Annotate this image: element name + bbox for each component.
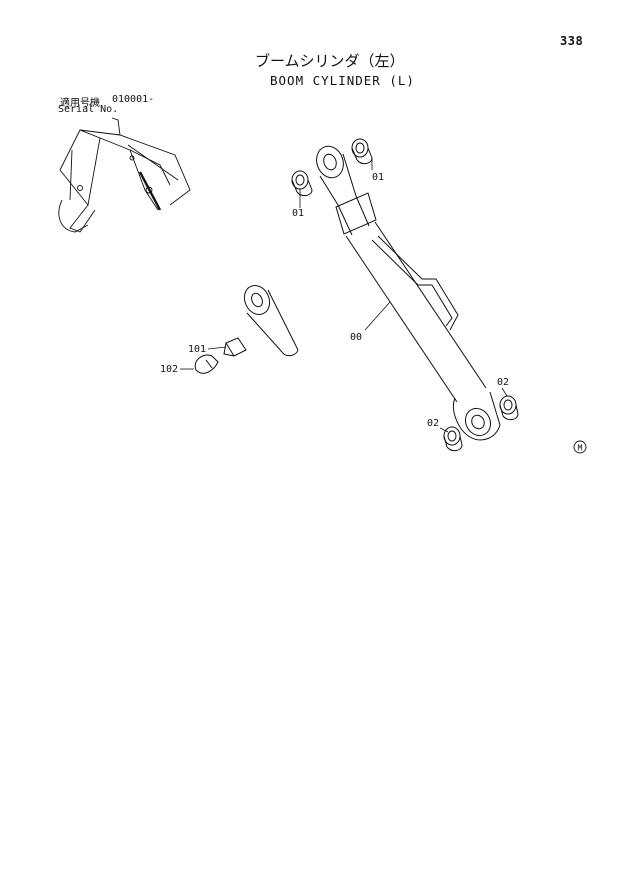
callout-101: 101 xyxy=(188,344,206,355)
serial-number-value: 010001- xyxy=(112,94,155,105)
callout-01-upper: 01 xyxy=(372,172,384,183)
page-title-english: BOOM CYLINDER (L) xyxy=(270,73,415,88)
page-number: 338 xyxy=(560,34,584,48)
boom-cylinder-assembly xyxy=(316,145,501,441)
bushing-02-right xyxy=(499,395,519,421)
bushing-01-left xyxy=(291,170,313,197)
callout-02-left: 02 xyxy=(427,418,439,429)
bushing-02-left xyxy=(443,426,463,452)
page-title-japanese: ブームシリンダ（左） xyxy=(255,52,405,70)
callout-102: 102 xyxy=(160,364,178,375)
leader-lines xyxy=(180,158,508,433)
serial-label-english: Serial No. xyxy=(58,104,119,115)
callout-00: 00 xyxy=(350,332,362,343)
corner-mark: M xyxy=(573,440,587,454)
callout-01-left: 01 xyxy=(292,208,304,219)
callout-02-right: 02 xyxy=(497,377,509,388)
serial-label-japanese: 適用号機 xyxy=(60,98,100,109)
bushing-01-upper xyxy=(351,138,373,165)
part-101-piece xyxy=(223,337,247,357)
corner-mark-letter: M xyxy=(578,444,583,453)
rod-end-detail xyxy=(243,284,299,357)
part-102-piece xyxy=(194,354,219,374)
location-thumbnail xyxy=(58,117,191,233)
